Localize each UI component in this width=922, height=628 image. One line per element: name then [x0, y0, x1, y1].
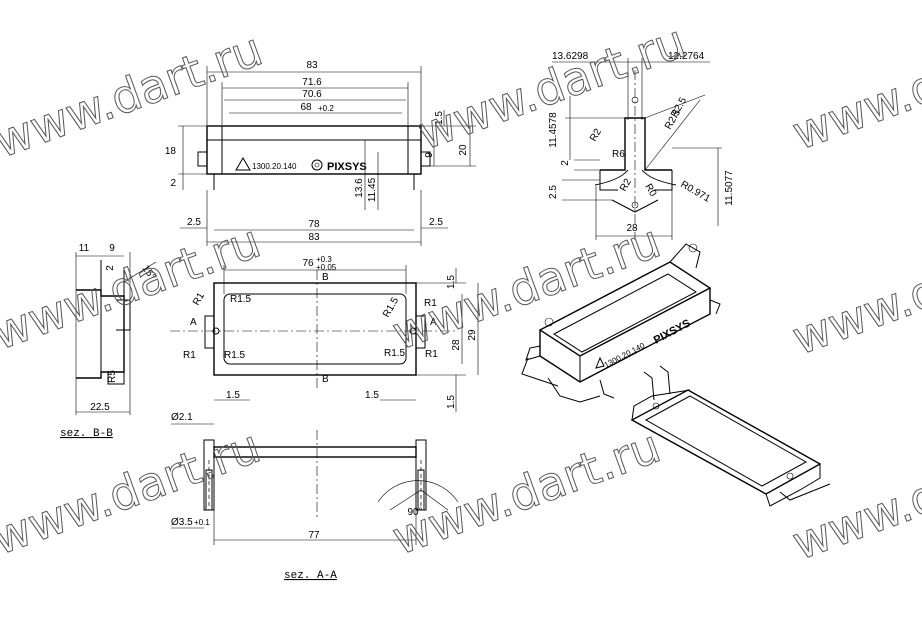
top-view: 76 +0.3 +0.05 A A B B R1 R1.5 R1 R1.5 R1…: [170, 255, 479, 412]
dim-68: 68: [300, 102, 312, 113]
dim-90-deg: 90°: [407, 507, 422, 518]
watermark-text: www.dart.ru: [785, 424, 922, 571]
dim-diameter-3-5: Ø3.5: [171, 517, 193, 528]
dim-28-detail: 28: [626, 223, 638, 234]
dim-1-5-right-top: 1.5: [446, 275, 457, 289]
section-bb-label: sez. B-B: [60, 428, 113, 440]
radius-r1-5-br: R1.5: [384, 348, 406, 359]
dim-77: 77: [308, 530, 320, 541]
radius-r6: R6: [612, 149, 625, 160]
dim-76: 76: [302, 258, 314, 269]
dim-29: 29: [467, 329, 478, 341]
radius-r5: R5: [107, 370, 118, 383]
part-code-front: 1300.20.140: [252, 162, 297, 171]
front-view: 83 71.6 70.6 68 +0.2 1300.20.140 PIXSYS …: [165, 60, 476, 246]
brand-front: PIXSYS: [327, 161, 367, 173]
radius-r1-5-bl: R1.5: [224, 350, 246, 361]
section-aa-view: Ø2.1 Ø3.5 +0.1 90° 77 sez. A-A: [171, 412, 459, 582]
dim-2-5-right: 2.5: [429, 217, 443, 228]
part-code-iso: 1300.20.140: [603, 341, 647, 370]
dim-76-tol-upper: +0.3: [316, 255, 332, 264]
dim-71-6: 71.6: [302, 77, 322, 88]
marker-a-left: A: [190, 317, 197, 328]
dim-76-tol-lower: +0.05: [316, 263, 337, 272]
radius-r0-971: R0.971: [679, 179, 713, 205]
radius-r1-bl: R1: [183, 350, 196, 361]
brand-iso: PIXSYS: [652, 317, 693, 346]
dim-9-side: 9: [109, 243, 115, 254]
dim-13-6: 13.6: [354, 178, 365, 198]
dim-68-tolerance: +0.2: [318, 104, 334, 113]
dim-2-side: 2: [105, 265, 116, 271]
dim-2-5-detail: 2.5: [548, 185, 559, 199]
dim-1-5: 1.5: [434, 111, 445, 125]
dim-83-bottom: 83: [308, 232, 320, 243]
section-aa-label: sez. A-A: [284, 570, 337, 582]
radius-r0: R0: [642, 182, 658, 199]
dim-1-5-bottom-left: 1.5: [226, 390, 240, 401]
dim-78: 78: [308, 219, 320, 230]
dim-18: 18: [165, 146, 177, 157]
detail-view: 13.6298 12.2764 R2.5 R2 R6 R2 R0 R2.5 11…: [548, 51, 735, 240]
dim-20: 20: [458, 144, 469, 156]
dim-1-5-bottom-right: 1.5: [365, 390, 379, 401]
dim-22-5: 22.5: [90, 402, 110, 413]
dim-2-left: 2: [170, 178, 176, 189]
dim-9: 9: [424, 152, 435, 158]
dim-13-6298: 13.6298: [552, 51, 589, 62]
dim-1-5-right-bottom: 1.5: [446, 395, 457, 409]
radius-r2-bottom: R2: [618, 177, 634, 194]
marker-a-right: A: [430, 317, 437, 328]
dim-83-top: 83: [306, 60, 318, 71]
radius-r1-br: R1: [425, 349, 438, 360]
dim-diameter-3-5-tol: +0.1: [194, 518, 210, 527]
dim-11-45: 11.45: [367, 177, 378, 202]
dim-11-5077: 11.5077: [724, 170, 735, 206]
radius-r1-5-tl: R1.5: [230, 294, 252, 305]
watermark-text: www.dart.ru: [385, 214, 667, 361]
dim-28-top: 28: [451, 339, 462, 351]
watermark-text: www.dart.ru: [0, 22, 269, 169]
watermark-text: www.dart.ru: [0, 214, 267, 361]
watermark-text: www.dart.ru: [785, 219, 922, 366]
watermark-text: www.dart.ru: [385, 419, 667, 566]
marker-b-bottom: B: [322, 374, 329, 385]
watermark-text: www.dart.ru: [785, 14, 922, 161]
isometric-view-bottom: [630, 365, 831, 507]
marker-b-top: B: [322, 272, 329, 283]
dim-12-2764: 12.2764: [668, 51, 705, 62]
dim-11-4578: 11.4578: [548, 112, 559, 148]
watermark-text: www.dart.ru: [0, 419, 267, 566]
radius-r1-tr: R1: [424, 298, 437, 309]
radius-r1-tl: R1: [191, 291, 207, 308]
dim-2-5-left: 2.5: [187, 217, 201, 228]
dim-11: 11: [79, 243, 90, 254]
dim-70-6: 70.6: [302, 89, 322, 100]
dim-diameter-2-1: Ø2.1: [171, 412, 193, 423]
radius-r2-left: R2: [588, 127, 604, 144]
watermark-layer: www.dart.ru www.dart.ru www.dart.ru www.…: [0, 13, 922, 571]
dim-2-detail: 2: [560, 160, 571, 166]
